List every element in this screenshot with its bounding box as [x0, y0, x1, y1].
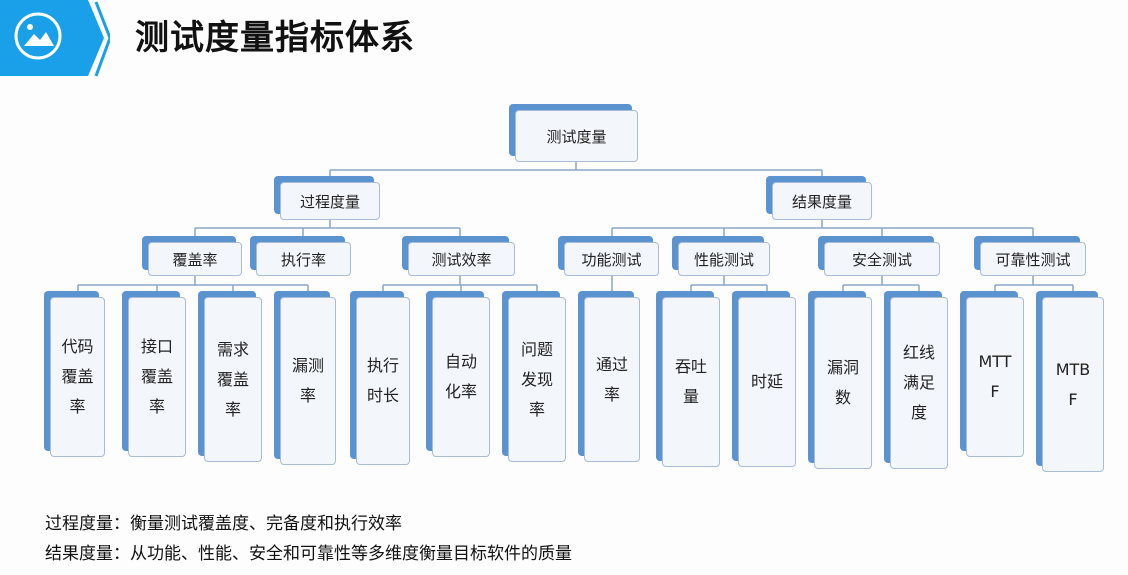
- leaf-automation-rate: 自动 化率: [432, 297, 490, 457]
- leaf-miss-rate: 漏测 率: [280, 297, 336, 465]
- node-process-metrics: 过程度量: [280, 182, 380, 220]
- node-security-test: 安全测试: [824, 242, 940, 276]
- node-functional-test: 功能测试: [564, 242, 659, 276]
- leaf-defect-discovery-rate: 问题 发现 率: [508, 297, 566, 462]
- node-root: 测试度量: [515, 110, 638, 162]
- note-result-metrics: 结果度量：从功能、性能、安全和可靠性等多维度衡量目标软件的质量: [45, 544, 572, 564]
- leaf-vulnerability-count: 漏洞 数: [814, 297, 872, 469]
- node-performance-test: 性能测试: [678, 242, 770, 276]
- page-title: 测试度量指标体系: [135, 18, 415, 58]
- leaf-pass-rate: 通过 率: [584, 297, 640, 462]
- node-coverage: 覆盖率: [148, 242, 242, 276]
- leaf-mtbf: MTB F: [1042, 297, 1104, 472]
- leaf-code-coverage: 代码 覆盖 率: [50, 297, 105, 457]
- node-result-metrics: 结果度量: [772, 182, 872, 220]
- leaf-latency: 时延: [738, 297, 796, 467]
- leaf-interface-coverage: 接口 覆盖 率: [128, 297, 186, 457]
- node-reliability-test: 可靠性测试: [980, 242, 1086, 276]
- note-process-metrics: 过程度量：衡量测试覆盖度、完备度和执行效率: [45, 514, 402, 534]
- leaf-requirement-coverage: 需求 覆盖 率: [204, 297, 262, 462]
- leaf-execution-duration: 执行 时长: [356, 297, 410, 465]
- node-execution-rate: 执行率: [256, 242, 351, 276]
- leaf-mttf: MTT F: [966, 297, 1024, 457]
- leaf-redline-compliance: 红线 满足 度: [890, 297, 948, 469]
- node-test-efficiency: 测试效率: [408, 242, 515, 276]
- leaf-throughput: 吞吐 量: [662, 297, 720, 467]
